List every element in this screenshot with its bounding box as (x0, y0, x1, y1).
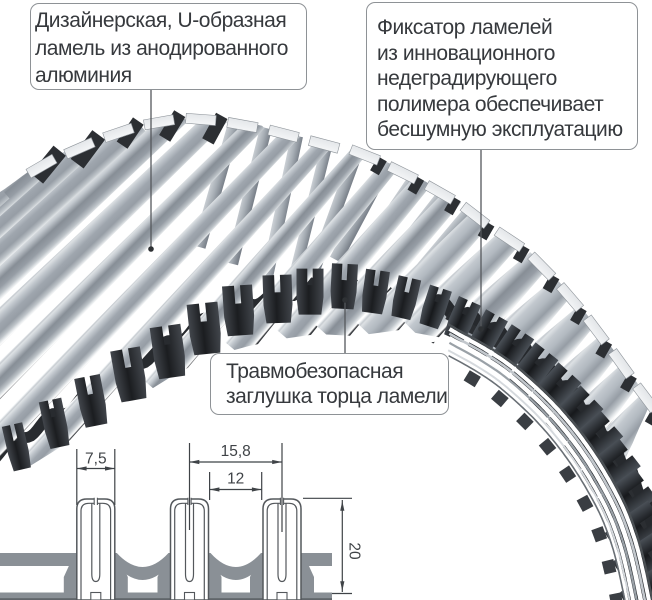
svg-text:12: 12 (227, 471, 244, 488)
svg-text:20: 20 (346, 542, 363, 560)
svg-text:7,5: 7,5 (85, 451, 107, 468)
svg-text:15,8: 15,8 (221, 443, 251, 460)
